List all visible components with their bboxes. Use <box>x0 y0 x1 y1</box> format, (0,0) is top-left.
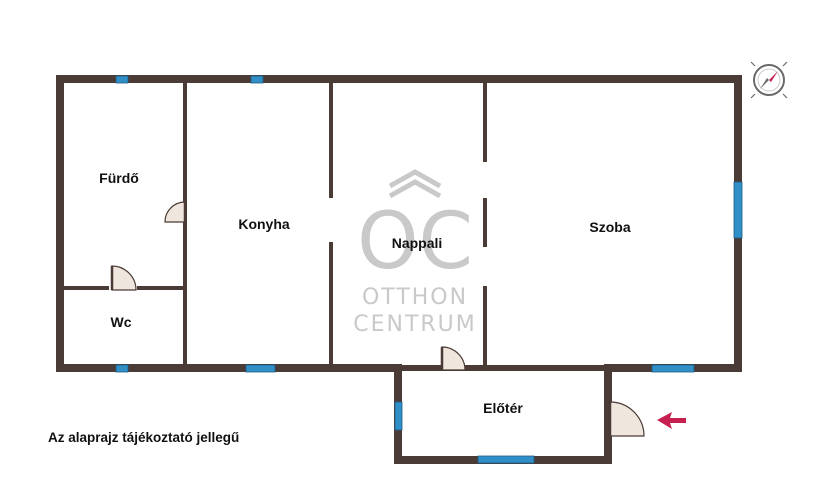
door-nappali-eloter <box>441 346 466 371</box>
room-label-konyha: Konyha <box>238 216 290 232</box>
room-label-furdo: Fürdő <box>99 170 139 186</box>
room-label-wc: Wc <box>111 314 132 330</box>
window-eloter-bottom <box>477 455 535 464</box>
doors <box>111 201 645 437</box>
window-wc-bottom <box>115 364 129 373</box>
watermark-line2: CENTRUM <box>353 312 477 337</box>
windows <box>115 75 743 464</box>
watermark-roof-icon-inner <box>388 179 442 199</box>
disclaimer-note: Az alaprajz tájékoztató jellegű <box>48 430 240 445</box>
window-szoba-bottom <box>651 364 695 373</box>
compass-icon <box>750 61 788 99</box>
entrance-arrow-icon <box>657 412 686 429</box>
window-konyha-bottom <box>245 364 276 373</box>
window-eloter-left <box>394 401 403 431</box>
watermark-letters: OC <box>357 197 473 287</box>
watermark-roof-icon <box>388 169 442 189</box>
door-wc <box>111 265 137 291</box>
window-konyha-top <box>250 75 264 84</box>
window-furdo-top <box>115 75 129 84</box>
room-label-szoba: Szoba <box>589 219 630 235</box>
window-szoba-right <box>733 181 743 239</box>
door-leaves <box>110 202 612 436</box>
room-label-nappali: Nappali <box>392 235 443 251</box>
door-entrance <box>609 401 645 437</box>
door-furdo <box>164 201 186 223</box>
watermark-line1: OTTHON <box>362 285 468 310</box>
watermark-logo <box>388 169 442 199</box>
room-label-eloter: Előtér <box>483 400 523 416</box>
